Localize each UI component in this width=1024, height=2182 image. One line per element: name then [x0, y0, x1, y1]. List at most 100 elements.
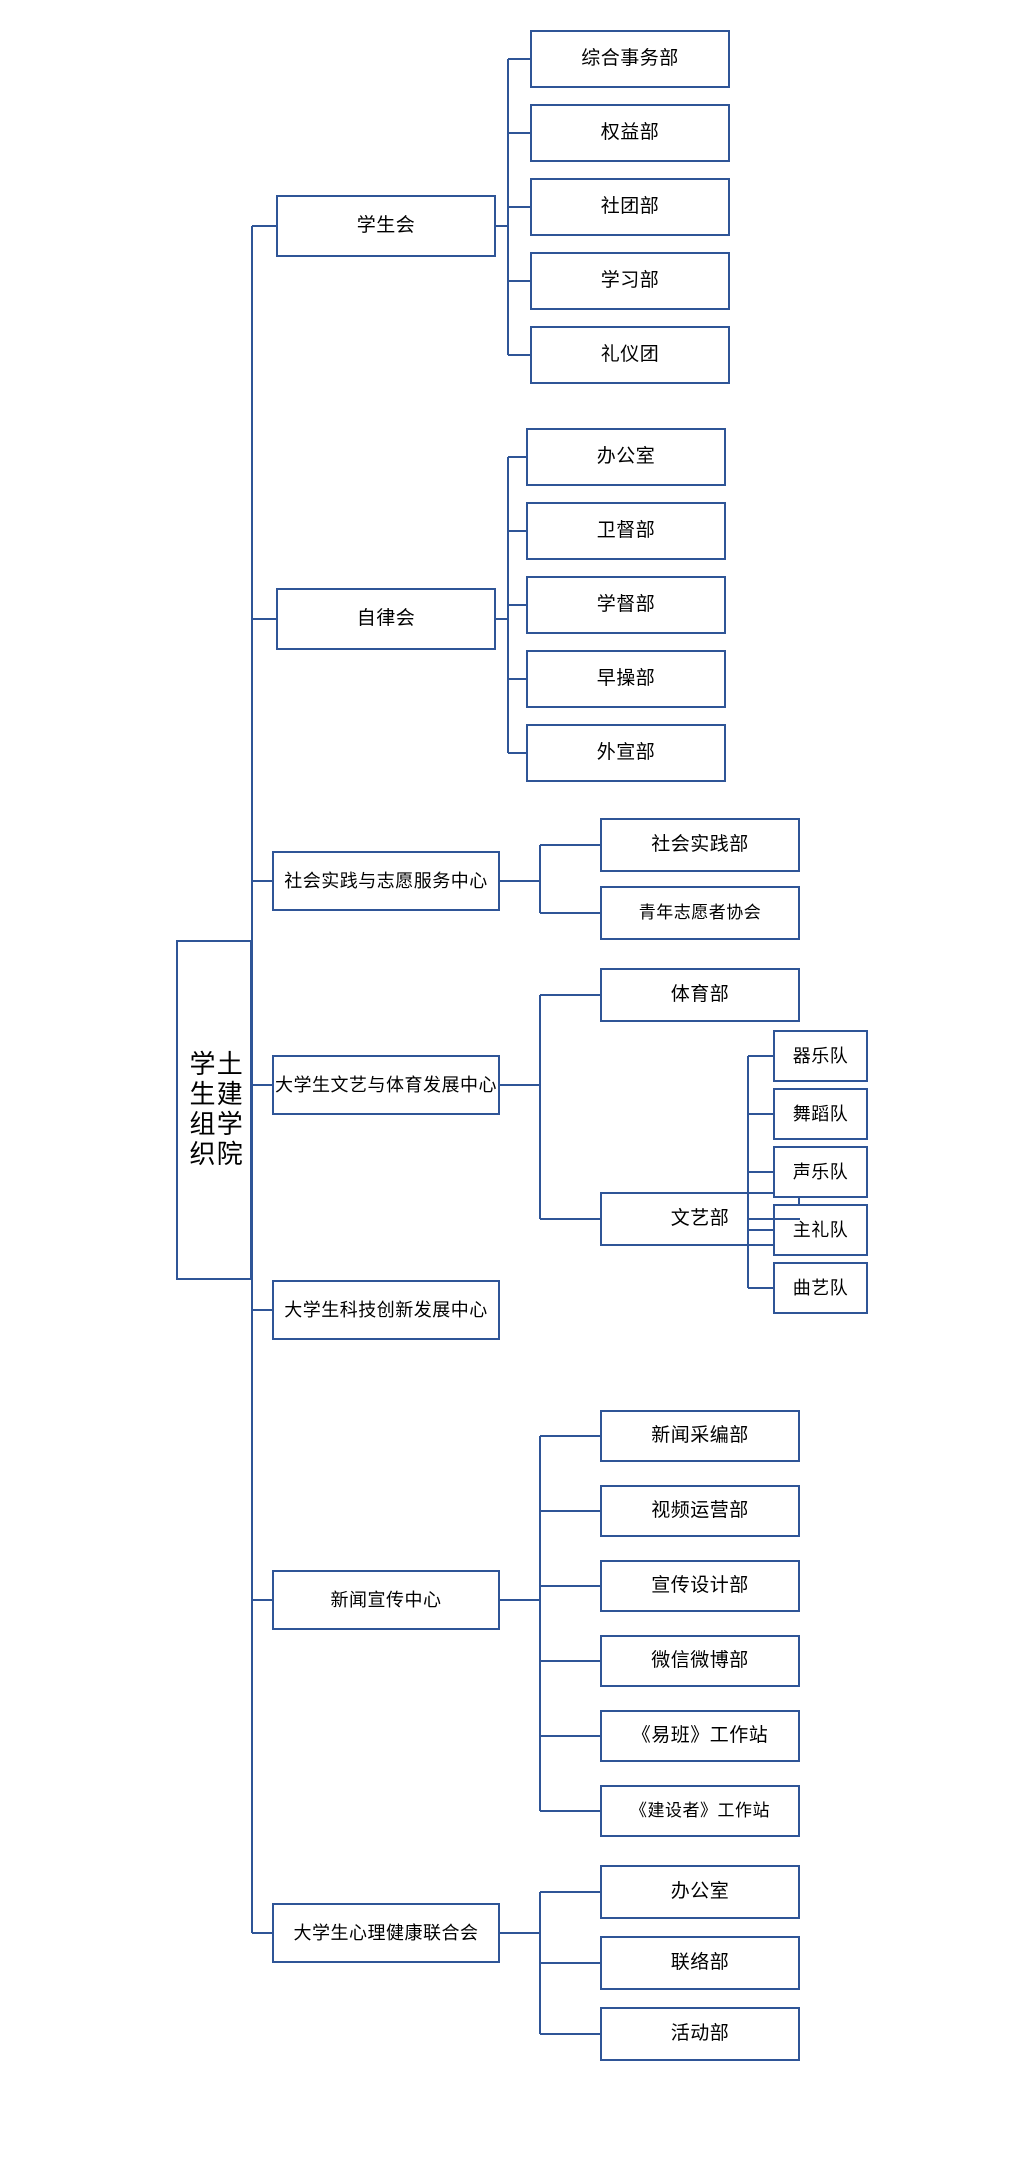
connector-wenyi-3: [748, 1228, 773, 1232]
connector-sub-stub-3: [500, 1083, 540, 1087]
node-qiyue-dui[interactable]: 器乐队: [773, 1030, 868, 1082]
node-label: 新闻采编部: [651, 1425, 749, 1447]
connector-wenyi-4: [748, 1286, 773, 1290]
node-label: 办公室: [670, 1881, 730, 1903]
node-tiyu-bu[interactable]: 体育部: [600, 968, 800, 1022]
node-label: 办公室: [596, 446, 656, 468]
node-label: 主礼队: [792, 1219, 849, 1240]
node-xuedu-bu[interactable]: 学督部: [526, 576, 726, 634]
connector-wenyi-stub: [748, 1217, 800, 1221]
node-label: 社会实践部: [651, 834, 749, 856]
node-label: 宣传设计部: [651, 1575, 749, 1597]
connector-sub-0-0: [508, 57, 530, 61]
connector-branch-1: [252, 617, 276, 621]
connector-sub-3-1: [540, 1217, 600, 1221]
node-label: 青年志愿者协会: [638, 903, 762, 923]
node-self-discipline[interactable]: 自律会: [276, 588, 496, 650]
connector-sub-spine-3: [538, 995, 542, 1219]
connector-sub-1-2: [508, 603, 526, 607]
node-quanyi-bu[interactable]: 权益部: [530, 104, 730, 162]
connector-sub-0-3: [508, 279, 530, 283]
node-lianluo-bu[interactable]: 联络部: [600, 1936, 800, 1990]
node-jianshezhe-gongzuozhan[interactable]: 《建设者》工作站: [600, 1785, 800, 1837]
connector-branch-5: [252, 1598, 272, 1602]
connector-sub-1-1: [508, 529, 526, 533]
connector-sub-5-4: [540, 1734, 600, 1738]
node-quyi-dui[interactable]: 曲艺队: [773, 1262, 868, 1314]
node-huodong-bu[interactable]: 活动部: [600, 2007, 800, 2061]
connector-branch-2: [252, 879, 272, 883]
node-bangongshi-2[interactable]: 办公室: [600, 1865, 800, 1919]
node-label: 文艺部: [670, 1208, 730, 1230]
node-shetuan-bu[interactable]: 社团部: [530, 178, 730, 236]
node-label: 学督部: [596, 594, 656, 616]
node-label: 外宣部: [596, 742, 656, 764]
connector-wenyi-1: [748, 1112, 773, 1116]
connector-sub-spine-5: [538, 1436, 542, 1811]
node-qingnian-zhiyuanzhe-xiehui[interactable]: 青年志愿者协会: [600, 886, 800, 940]
connector-sub-stub-1: [496, 617, 508, 621]
connector-sub-stub-0: [496, 224, 508, 228]
connector-wenyi-2: [748, 1170, 773, 1174]
node-weixin-weibo-bu[interactable]: 微信微博部: [600, 1635, 800, 1687]
root-label: 土建学院 学生组织: [186, 1050, 243, 1170]
node-waixuan-bu[interactable]: 外宣部: [526, 724, 726, 782]
node-zaocao-bu[interactable]: 早操部: [526, 650, 726, 708]
connector-sub-5-0: [540, 1434, 600, 1438]
node-xuanchuan-sheji-bu[interactable]: 宣传设计部: [600, 1560, 800, 1612]
node-wudao-dui[interactable]: 舞蹈队: [773, 1088, 868, 1140]
connector-sub-0-2: [508, 205, 530, 209]
connector-sub-1-3: [508, 677, 526, 681]
node-shipin-yunying-bu[interactable]: 视频运营部: [600, 1485, 800, 1537]
node-news-publicity[interactable]: 新闻宣传中心: [272, 1570, 500, 1630]
connector-sub-5-2: [540, 1584, 600, 1588]
node-zhuli-dui[interactable]: 主礼队: [773, 1204, 868, 1256]
node-label: 早操部: [596, 668, 656, 690]
connector-sub-3-0: [540, 993, 600, 997]
node-student-union[interactable]: 学生会: [276, 195, 496, 257]
connector-branch-6: [252, 1931, 272, 1935]
node-label: 《易班》工作站: [631, 1725, 769, 1747]
node-label: 礼仪团: [600, 344, 660, 366]
node-bangongshi-1[interactable]: 办公室: [526, 428, 726, 486]
connector-sub-stub-5: [500, 1598, 540, 1602]
node-root-organization[interactable]: 土建学院 学生组织: [176, 940, 252, 1280]
connector-wenyi-0: [748, 1054, 773, 1058]
node-xuexi-bu[interactable]: 学习部: [530, 252, 730, 310]
node-zonghe-shiwu-bu[interactable]: 综合事务部: [530, 30, 730, 88]
connector-branch-3: [252, 1083, 272, 1087]
connector-main-spine: [250, 226, 254, 1933]
node-shengyue-dui[interactable]: 声乐队: [773, 1146, 868, 1198]
node-arts-sports[interactable]: 大学生文艺与体育发展中心: [272, 1055, 500, 1115]
node-label: 自律会: [356, 608, 416, 630]
connector-sub-stub-2: [500, 879, 540, 883]
node-shehui-shijian-bu[interactable]: 社会实践部: [600, 818, 800, 872]
node-label: 社团部: [600, 196, 660, 218]
node-label: 学生会: [356, 215, 416, 237]
connector-sub-2-1: [540, 911, 600, 915]
node-mental-health[interactable]: 大学生心理健康联合会: [272, 1903, 500, 1963]
connector-sub-5-5: [540, 1809, 600, 1813]
connector-sub-6-0: [540, 1890, 600, 1894]
node-label: 曲艺队: [792, 1277, 849, 1298]
node-wedu-bu[interactable]: 卫督部: [526, 502, 726, 560]
node-label: 《建设者》工作站: [630, 1801, 770, 1821]
node-label: 视频运营部: [651, 1500, 749, 1522]
node-label: 器乐队: [792, 1045, 849, 1066]
node-label: 权益部: [600, 122, 660, 144]
node-social-practice[interactable]: 社会实践与志愿服务中心: [272, 851, 500, 911]
node-sci-tech[interactable]: 大学生科技创新发展中心: [272, 1280, 500, 1340]
node-yiban-gongzuozhan[interactable]: 《易班》工作站: [600, 1710, 800, 1762]
node-label: 联络部: [670, 1952, 730, 1974]
connector-sub-5-1: [540, 1509, 600, 1513]
node-label: 大学生心理健康联合会: [293, 1922, 479, 1943]
node-xinwen-caibian-bu[interactable]: 新闻采编部: [600, 1410, 800, 1462]
node-label: 新闻宣传中心: [330, 1589, 442, 1610]
node-label: 声乐队: [792, 1161, 849, 1182]
node-label: 体育部: [670, 984, 730, 1006]
connector-sub-1-0: [508, 455, 526, 459]
node-liyi-tuan[interactable]: 礼仪团: [530, 326, 730, 384]
connector-sub-6-1: [540, 1961, 600, 1965]
connector-sub-5-3: [540, 1659, 600, 1663]
